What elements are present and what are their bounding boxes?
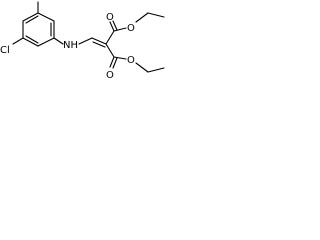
alkene-bond-double	[92, 41, 106, 48]
upper-ethyl-bond-1	[135, 12, 149, 23]
chlorine-label: Cl	[0, 45, 10, 56]
amine-to-methine-bond	[78, 37, 93, 45]
upper-ester-oxygen-label: O	[127, 23, 135, 34]
lower-ester-o-bond	[113, 56, 127, 60]
lower-co-double-2	[112, 57, 118, 69]
molecule-svg: Cl NH O O O O	[0, 1, 165, 81]
lower-co-double	[109, 56, 115, 68]
ring-bond-4	[37, 37, 55, 47]
chlorine-bond	[12, 37, 24, 45]
upper-co-double	[109, 21, 115, 32]
lower-ester-oxygen-label: O	[127, 55, 135, 66]
structure-diagram: Cl NH O O O O	[0, 0, 167, 81]
ring-bond-2	[37, 12, 55, 22]
ring-bond-5	[22, 37, 39, 47]
ring-double-3	[25, 35, 39, 44]
upper-carbonyl-oxygen-label: O	[106, 12, 114, 23]
lower-ethyl-bond-1	[135, 62, 149, 73]
lower-carbonyl-bond	[105, 43, 115, 58]
benzene-ring	[22, 12, 55, 47]
ring-to-amine-bond	[53, 37, 64, 45]
lower-carbonyl-oxygen-label: O	[106, 70, 114, 81]
amine-label: NH	[63, 40, 78, 51]
upper-ester-o-bond	[113, 27, 127, 32]
upper-co-double-2	[112, 20, 118, 31]
ring-bond-1	[22, 12, 39, 22]
upper-carbonyl-bond	[105, 30, 115, 45]
alkene-bond	[91, 37, 107, 45]
upper-ethyl-bond-2	[147, 12, 165, 18]
lower-ethyl-bond-2	[147, 67, 165, 73]
ring-double-1	[25, 15, 39, 24]
